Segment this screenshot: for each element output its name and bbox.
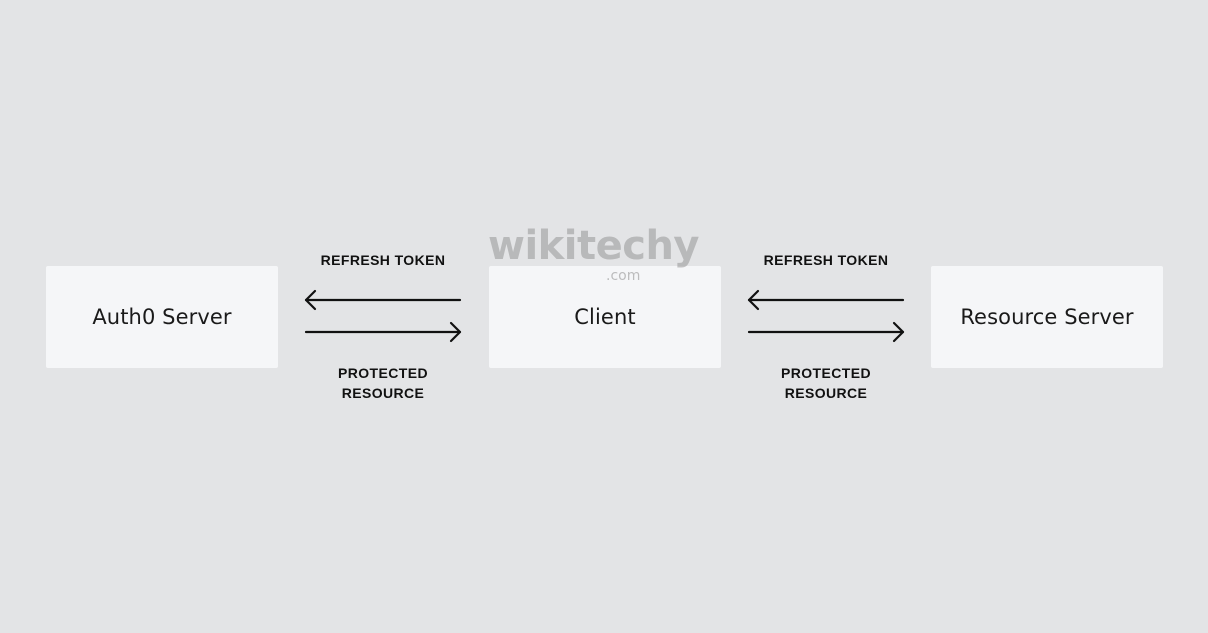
- left-arrow-icon: [304, 289, 462, 311]
- auth-server-label: Auth0 Server: [92, 305, 232, 329]
- auth-server-box: Auth0 Server: [46, 266, 278, 368]
- client-box: Client: [489, 266, 721, 368]
- right-protected-line2: RESOURCE: [784, 385, 868, 401]
- watermark-text: wikitechy: [488, 223, 700, 269]
- right-protected-resource-label: PROTECTED RESOURCE: [726, 363, 926, 403]
- right-arrow-icon: [304, 321, 462, 343]
- left-protected-line1: PROTECTED: [338, 365, 428, 381]
- left-refresh-token-label: REFRESH TOKEN: [320, 252, 446, 268]
- resource-server-box: Resource Server: [931, 266, 1163, 368]
- right-protected-line1: PROTECTED: [781, 365, 871, 381]
- left-arrow-pair: [304, 289, 462, 343]
- client-label: Client: [574, 305, 636, 329]
- right-arrow-icon: [747, 321, 905, 343]
- left-protected-line2: RESOURCE: [341, 385, 425, 401]
- right-refresh-token-label: REFRESH TOKEN: [763, 252, 889, 268]
- left-protected-resource-label: PROTECTED RESOURCE: [283, 363, 483, 403]
- resource-server-label: Resource Server: [960, 305, 1134, 329]
- right-arrow-pair: [747, 289, 905, 343]
- left-arrow-icon: [747, 289, 905, 311]
